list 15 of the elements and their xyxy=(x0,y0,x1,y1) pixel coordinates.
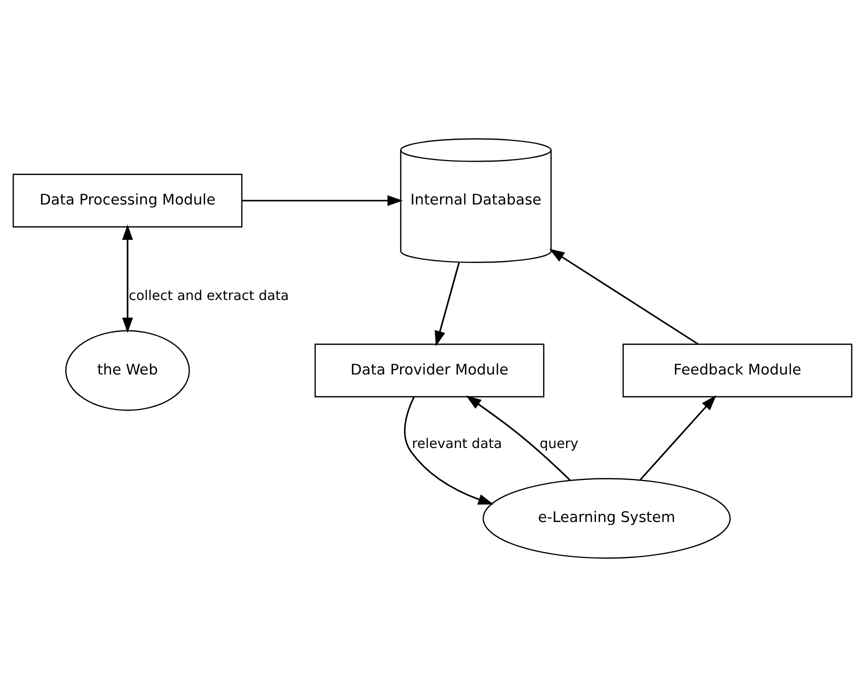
node-ellipse: the Web xyxy=(65,330,190,411)
arrow xyxy=(549,248,699,345)
arrow xyxy=(466,396,570,481)
node-ellipse: e-Learning System xyxy=(482,478,731,559)
edge-label: relevant data xyxy=(412,436,502,452)
arrow xyxy=(639,395,716,481)
arrow xyxy=(404,396,494,505)
edge-label: query xyxy=(540,436,578,452)
edge-label: collect and extract data xyxy=(128,288,289,304)
arrow xyxy=(122,224,133,334)
node-box: Data Provider Module xyxy=(314,344,544,398)
node-box: Data Processing Module xyxy=(12,174,242,228)
node-box: Feedback Module xyxy=(622,344,852,398)
arrow xyxy=(242,195,403,206)
arrow xyxy=(434,262,460,346)
